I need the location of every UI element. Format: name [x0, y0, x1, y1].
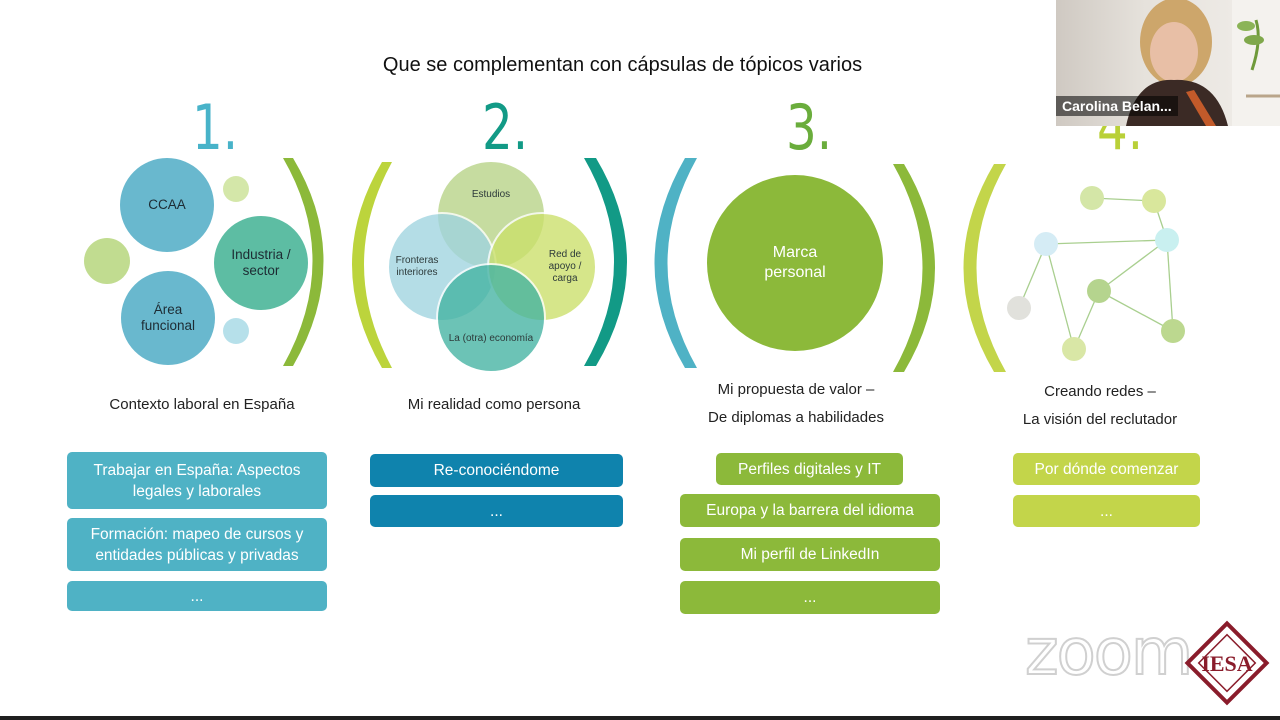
column-1-number: 1. [192, 91, 239, 164]
network-node [1062, 337, 1086, 361]
zoom-watermark: zoom [1024, 615, 1194, 691]
circle-marca-personal: Marca personal [707, 175, 883, 351]
svg-text:IESA: IESA [1201, 651, 1252, 676]
bracket-left [654, 158, 697, 368]
circle-industria-label: Industria / sector [231, 247, 291, 278]
topic-reconociendome: Re-conociéndome [370, 454, 623, 487]
participant-video[interactable] [1056, 0, 1280, 126]
network-node [1161, 319, 1185, 343]
network-node [1155, 228, 1179, 252]
bracket-left [963, 164, 1006, 372]
venn-label-fronteras: Fronteras interiores [395, 255, 439, 278]
network-node [1087, 279, 1111, 303]
circle-ccaa-label: CCAA [148, 197, 186, 212]
column-1-label-line: Contexto laboral en España [109, 396, 295, 413]
topic-por-donde-comenzar: Por dónde comenzar [1013, 453, 1200, 485]
accent-dot [223, 176, 249, 202]
iesa-logo: IESA [1184, 620, 1270, 706]
column-3-label: Mi propuesta de valor – De diplomas a ha… [666, 376, 926, 432]
circle-ccaa: CCAA [120, 158, 214, 252]
participant-name: Carolina Belan... [1056, 96, 1178, 116]
column-3-label-line-1: Mi propuesta de valor – [717, 381, 875, 398]
topic-more-2: ... [370, 495, 623, 527]
column-3-number: 3. [786, 91, 833, 164]
circle-area-label: Área funcional [140, 302, 196, 333]
topic-more-4: ... [1013, 495, 1200, 527]
network-graphic [1018, 197, 1174, 350]
network-node [1007, 296, 1031, 320]
circle-area-funcional: Área funcional [121, 271, 215, 365]
venn-label-economia: La (otra) economía [448, 333, 534, 344]
venn-label-red: Red de apoyo / carga [548, 249, 582, 284]
column-4-label-line-1: Creando redes – [1044, 383, 1156, 400]
network-node [1142, 189, 1166, 213]
column-2-label-line: Mi realidad como persona [407, 396, 581, 413]
slide-title: Que se complementan con cápsulas de tópi… [382, 54, 863, 76]
column-3-label-line-2: De diplomas a habilidades [708, 409, 884, 426]
topic-formacion: Formación: mapeo de cursos y entidades p… [67, 518, 327, 571]
column-2-number: 2. [482, 91, 529, 164]
bottom-bar [0, 716, 1280, 720]
topic-more-3: ... [680, 581, 940, 614]
bracket-right [893, 164, 935, 372]
circle-marca-label: Marca personal [764, 244, 826, 281]
network-node [1034, 232, 1058, 256]
circle-industria: Industria / sector [214, 216, 308, 310]
topic-europa-idioma: Europa y la barrera del idioma [680, 494, 940, 527]
accent-dot [84, 238, 130, 284]
venn-label-estudios: Estudios [471, 189, 511, 200]
network-node [1080, 186, 1104, 210]
column-4-label: Creando redes – La visión del reclutador [970, 378, 1230, 434]
column-1-label: Contexto laboral en España [72, 391, 332, 419]
topic-more-1: ... [67, 581, 327, 611]
column-2-label: Mi realidad como persona [364, 391, 624, 419]
bracket-left [352, 162, 392, 368]
topic-trabajar-espana: Trabajar en España: Aspectos legales y l… [67, 452, 327, 509]
venn-circle-economia [436, 263, 546, 373]
accent-dot [223, 318, 249, 344]
bracket-right [283, 158, 324, 366]
bracket-right [584, 158, 627, 366]
column-4-label-line-2: La visión del reclutador [1022, 411, 1178, 428]
topic-perfil-linkedin: Mi perfil de LinkedIn [680, 538, 940, 571]
topic-perfiles-digitales: Perfiles digitales y IT [716, 453, 903, 485]
participant-avatar [1126, 0, 1280, 126]
